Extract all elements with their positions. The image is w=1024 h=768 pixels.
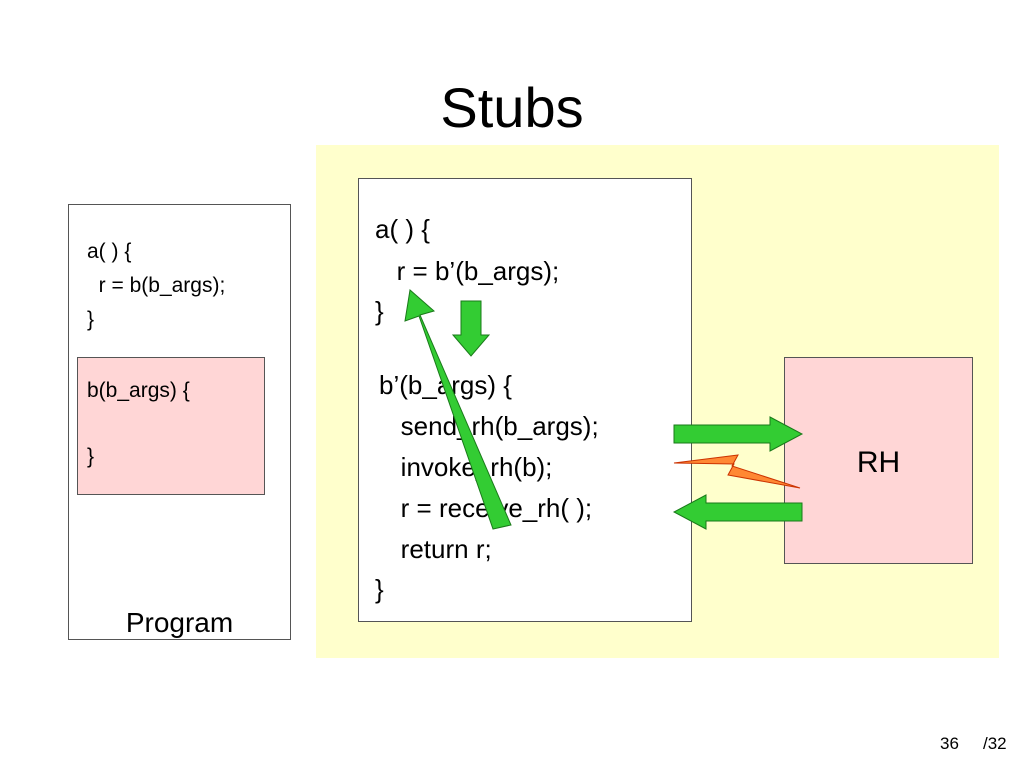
stub-a-line: a( ) { (375, 214, 430, 244)
stub-b-line: return r; (379, 534, 492, 564)
return-arrow-icon (404, 289, 512, 530)
stub-b-line: b’(b_args) { (379, 370, 512, 400)
program-code-line: a( ) { (87, 240, 132, 263)
slide-title: Stubs (440, 76, 584, 139)
page-number: 36 (940, 734, 959, 753)
rh-box: RH (784, 357, 973, 564)
stub-box: a( ) { r = b’(b_args); } b’(b_args) { se… (358, 178, 692, 622)
stub-code-line: } (87, 445, 95, 468)
stub-code-line: b(b_args) { (87, 379, 190, 402)
down-arrow-icon (451, 300, 491, 357)
stub-a-line: r = b’(b_args); (375, 256, 560, 286)
program-code-line: } (87, 308, 95, 331)
stub-b-line: send_rh(b_args); (379, 411, 599, 441)
program-label: Program (125, 607, 234, 638)
lightning-bolt-icon (673, 454, 801, 489)
page-total: /32 (983, 734, 1007, 753)
send-arrow-icon (673, 416, 804, 452)
program-code-line: r = b(b_args); (87, 274, 226, 297)
rh-label: RH (856, 446, 901, 479)
stub-b-line: } (375, 574, 384, 604)
receive-arrow-icon (672, 494, 803, 530)
stub-a-line: } (375, 296, 384, 326)
local-stub-box: b(b_args) { } (77, 357, 265, 495)
